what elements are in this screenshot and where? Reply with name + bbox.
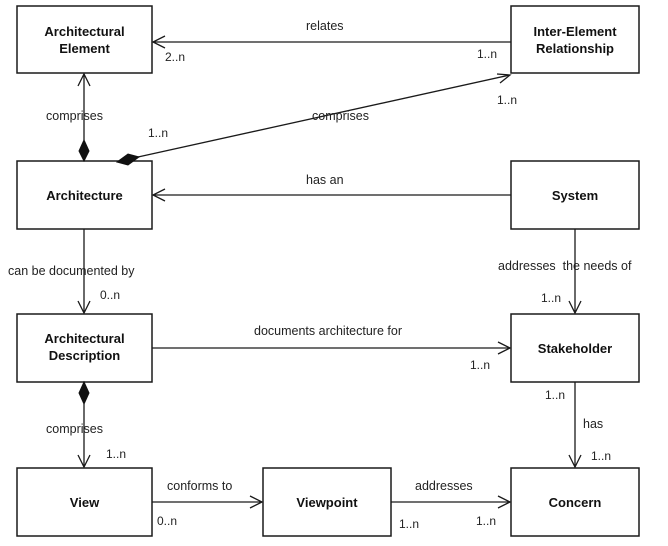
node-stakeholder-label: Stakeholder — [538, 341, 612, 356]
node-system[interactable]: System — [510, 160, 640, 230]
node-inter-element-relationship-line2: Relationship — [536, 41, 614, 56]
edge-documented-by-mult: 0..n — [100, 288, 120, 302]
edge-conforms-to-source-mult: 0..n — [157, 514, 177, 528]
edge-documents-for: documents architecture for 1..n — [152, 324, 512, 372]
node-architectural-element-line2: Element — [59, 41, 110, 56]
edge-comprises-relationship-mult: 1..n — [497, 93, 517, 107]
node-view-label: View — [70, 495, 100, 510]
edge-comprises-view-label: comprises — [46, 422, 103, 436]
edge-comprises-relationship-arrow — [496, 73, 512, 84]
edge-documented-by-arrow — [77, 300, 91, 315]
edge-documents-for-mult: 1..n — [470, 358, 490, 372]
node-stakeholder[interactable]: Stakeholder — [510, 313, 640, 383]
edge-addresses-needs-arrow — [568, 300, 582, 315]
edge-has-target-mult: 1..n — [591, 449, 611, 463]
edge-documented-by-label: can be documented by — [8, 264, 135, 278]
node-architectural-description-line1: Architectural — [44, 331, 124, 346]
edge-comprises-element-diamond — [78, 138, 90, 163]
edge-comprises-relationship: comprises 1..n — [115, 73, 517, 166]
edge-addresses-target-mult: 1..n — [476, 514, 496, 528]
edge-has-an-label: has an — [306, 173, 344, 187]
edge-addresses-needs-label: addresses the needs of — [498, 259, 632, 273]
edge-conforms-to-label: conforms to — [167, 479, 232, 493]
edge-has-arrow — [568, 454, 582, 469]
edge-conforms-to-target-mult: 1..n — [399, 517, 419, 531]
edge-comprises-view-arrow — [77, 454, 91, 469]
edge-has: has 1..n 1..n — [545, 382, 611, 469]
edge-addresses-label: addresses — [415, 479, 473, 493]
edge-comprises-relationship-diamond — [115, 153, 141, 166]
edge-conforms-to-arrow — [249, 495, 264, 509]
node-architecture-label: Architecture — [46, 188, 123, 203]
edge-relates-label: relates — [306, 19, 344, 33]
edge-comprises-view-diamond — [78, 380, 90, 406]
edge-comprises-element: comprises 1..n — [46, 72, 168, 163]
node-viewpoint[interactable]: Viewpoint — [262, 467, 392, 537]
edge-addresses-needs-mult: 1..n — [541, 291, 561, 305]
edge-documents-for-label: documents architecture for — [254, 324, 402, 338]
edge-conforms-to: conforms to 0..n 1..n — [152, 479, 419, 531]
node-concern-label: Concern — [549, 495, 602, 510]
edge-has-an: has an — [151, 173, 511, 202]
edge-comprises-relationship-label: comprises — [312, 109, 369, 123]
edge-documents-for-arrow — [497, 341, 512, 355]
edge-comprises-view-mult: 1..n — [106, 447, 126, 461]
edge-has-label: has — [583, 417, 603, 431]
edge-relates: relates 1..n 2..n — [151, 19, 511, 64]
edge-comprises-element-mult: 1..n — [148, 126, 168, 140]
edge-documented-by: can be documented by 0..n — [8, 229, 135, 315]
node-architectural-element[interactable]: Architectural Element — [16, 5, 153, 74]
node-viewpoint-label: Viewpoint — [296, 495, 358, 510]
edge-addresses-arrow — [497, 495, 512, 509]
node-concern[interactable]: Concern — [510, 467, 640, 537]
node-inter-element-relationship-line1: Inter-Element — [533, 24, 617, 39]
node-architectural-description[interactable]: Architectural Description — [16, 313, 153, 383]
node-architectural-description-line2: Description — [49, 348, 121, 363]
edge-comprises-element-label: comprises — [46, 109, 103, 123]
edge-addresses-needs: addresses the needs of 1..n — [498, 229, 632, 315]
edge-comprises-element-arrow — [77, 72, 91, 87]
edge-addresses: addresses 1..n — [391, 479, 512, 528]
edge-relates-source-mult: 1..n — [477, 47, 497, 61]
node-view[interactable]: View — [16, 467, 153, 537]
edge-relates-arrow — [151, 35, 166, 49]
edge-comprises-view: comprises 1..n — [46, 380, 126, 469]
node-inter-element-relationship[interactable]: Inter-Element Relationship — [510, 5, 640, 74]
node-architectural-element-line1: Architectural — [44, 24, 124, 39]
edge-relates-target-mult: 2..n — [165, 50, 185, 64]
edge-has-an-arrow — [151, 188, 166, 202]
node-system-label: System — [552, 188, 598, 203]
node-architecture[interactable]: Architecture — [16, 160, 153, 230]
edge-has-source-mult: 1..n — [545, 388, 565, 402]
